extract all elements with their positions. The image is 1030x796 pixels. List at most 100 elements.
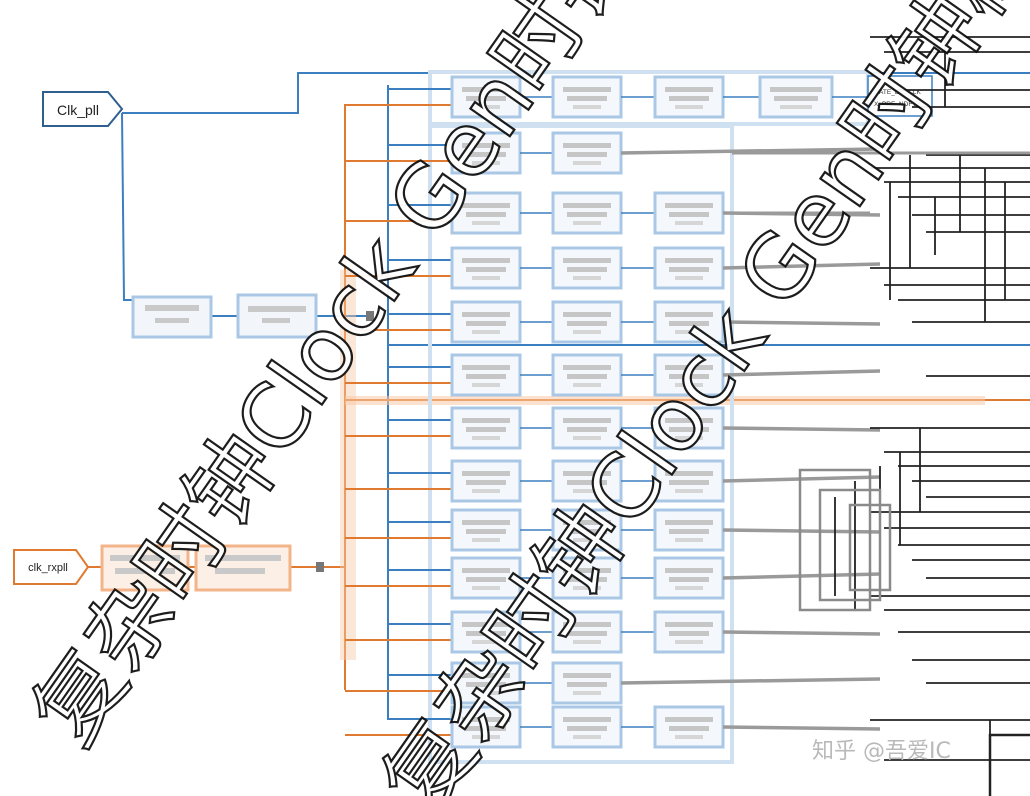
- divider-cell-text: [466, 427, 506, 432]
- divider-cell-text: [567, 427, 607, 432]
- chip-outline: [988, 733, 1030, 796]
- pll-pre-block-2-text: [248, 306, 306, 312]
- clk-pll-port: [42, 91, 124, 127]
- divider-cell-text: [675, 276, 703, 280]
- clk-pll-down-wire: [121, 112, 136, 310]
- divider-cell-text: [462, 568, 510, 573]
- divider-cell-text: [573, 436, 601, 440]
- divider-cell-text: [472, 489, 500, 493]
- divider-cell-text: [466, 480, 506, 485]
- divider-cell-text: [665, 520, 713, 525]
- divider-cell-text: [567, 682, 607, 687]
- divider-cell-text: [466, 267, 506, 272]
- divider-cell-text: [669, 321, 709, 326]
- mux-dot-1: [366, 311, 374, 321]
- feedback-loop: [818, 488, 882, 602]
- rxpll-pre-block-1-text-2: [115, 568, 175, 574]
- divider-cell-text: [567, 267, 607, 272]
- pll-pre-block-2-text-2: [262, 318, 290, 323]
- divider-cell-text: [665, 312, 713, 317]
- output-label-line-1: GATE_BUSCLK: [874, 89, 922, 96]
- divider-cell-text: [665, 258, 713, 263]
- divider-cell-text: [573, 330, 601, 334]
- input-ports: Clk_pll clk_rxpll: [13, 91, 124, 585]
- divider-cell-text: [563, 673, 611, 678]
- row-band-main: [428, 124, 734, 764]
- divider-cell-text: [462, 143, 510, 148]
- divider-cell-text: [573, 105, 601, 109]
- right-side-wiring: [732, 36, 1030, 796]
- output-label-frame: [867, 75, 933, 117]
- row-output: [722, 572, 881, 580]
- row-output: [620, 677, 881, 685]
- divider-cell-text: [567, 577, 607, 582]
- row-output: [722, 426, 881, 432]
- divider-cell-text: [669, 96, 709, 101]
- divider-cell-text: [563, 622, 611, 627]
- divider-cell-text: [563, 143, 611, 148]
- divider-cell-text: [472, 105, 500, 109]
- divider-cell-text: [462, 418, 510, 423]
- divider-cell-text: [472, 586, 500, 590]
- row-output: [620, 147, 881, 155]
- divider-cell-text: [665, 717, 713, 722]
- divider-cell-text: [472, 735, 500, 739]
- divider-cell-text: [573, 538, 601, 542]
- divider-cell-text: [466, 374, 506, 379]
- divider-cell-text: [472, 640, 500, 644]
- divider-cell-text: [675, 538, 703, 542]
- row-output: [722, 475, 881, 483]
- row-output: [722, 528, 881, 534]
- divider-cell-text: [563, 365, 611, 370]
- divider-cell-text: [462, 87, 510, 92]
- divider-cell-text: [675, 489, 703, 493]
- divider-cell-text: [563, 568, 611, 573]
- orange-long-halo: [345, 396, 985, 405]
- divider-cell-text: [665, 622, 713, 627]
- pll-pre-block-1-text: [145, 305, 199, 311]
- divider-cell-text: [675, 640, 703, 644]
- row-output: [722, 630, 881, 636]
- clk-rxpll-network: [88, 104, 1030, 690]
- divider-cell-text: [573, 383, 601, 387]
- divider-cell-text: [466, 577, 506, 582]
- rxpll-pre-block-1-text: [110, 555, 180, 561]
- divider-cell-text: [466, 152, 506, 157]
- divider-cell-text: [472, 383, 500, 387]
- divider-cell-text: [563, 258, 611, 263]
- divider-cell-text: [675, 221, 703, 225]
- row-output: [722, 320, 881, 326]
- divider-cell-text: [466, 321, 506, 326]
- divider-cell-text: [462, 622, 510, 627]
- divider-cell-text: [669, 726, 709, 731]
- divider-cell-text: [669, 529, 709, 534]
- divider-cell-text: [669, 480, 709, 485]
- row-output: [722, 369, 881, 377]
- divider-cell-text: [770, 87, 822, 92]
- divider-cell-text: [462, 520, 510, 525]
- divider-cell-text: [573, 276, 601, 280]
- output-label-line-2: X_PRE_NDFT: [874, 101, 916, 108]
- divider-cell-text: [567, 726, 607, 731]
- divider-cell-text: [563, 87, 611, 92]
- row-output: [722, 262, 881, 270]
- divider-rows: [345, 70, 881, 764]
- divider-cell-text: [563, 203, 611, 208]
- divider-cell-text: [466, 96, 506, 101]
- divider-cell-text: [563, 520, 611, 525]
- divider-cell-text: [462, 312, 510, 317]
- divider-cell-text: [472, 161, 500, 165]
- feedback-loop: [848, 503, 892, 592]
- divider-cell-text: [462, 673, 510, 678]
- divider-cell-text: [573, 640, 601, 644]
- divider-cell-text: [669, 577, 709, 582]
- divider-cell-text: [669, 267, 709, 272]
- divider-cell-text: [567, 374, 607, 379]
- clk-rxpll-label: clk_rxpll: [28, 562, 68, 574]
- divider-cell-text: [472, 436, 500, 440]
- divider-cell: [653, 406, 725, 450]
- divider-cell-text: [669, 212, 709, 217]
- divider-cell-text: [472, 276, 500, 280]
- divider-cell-text: [567, 321, 607, 326]
